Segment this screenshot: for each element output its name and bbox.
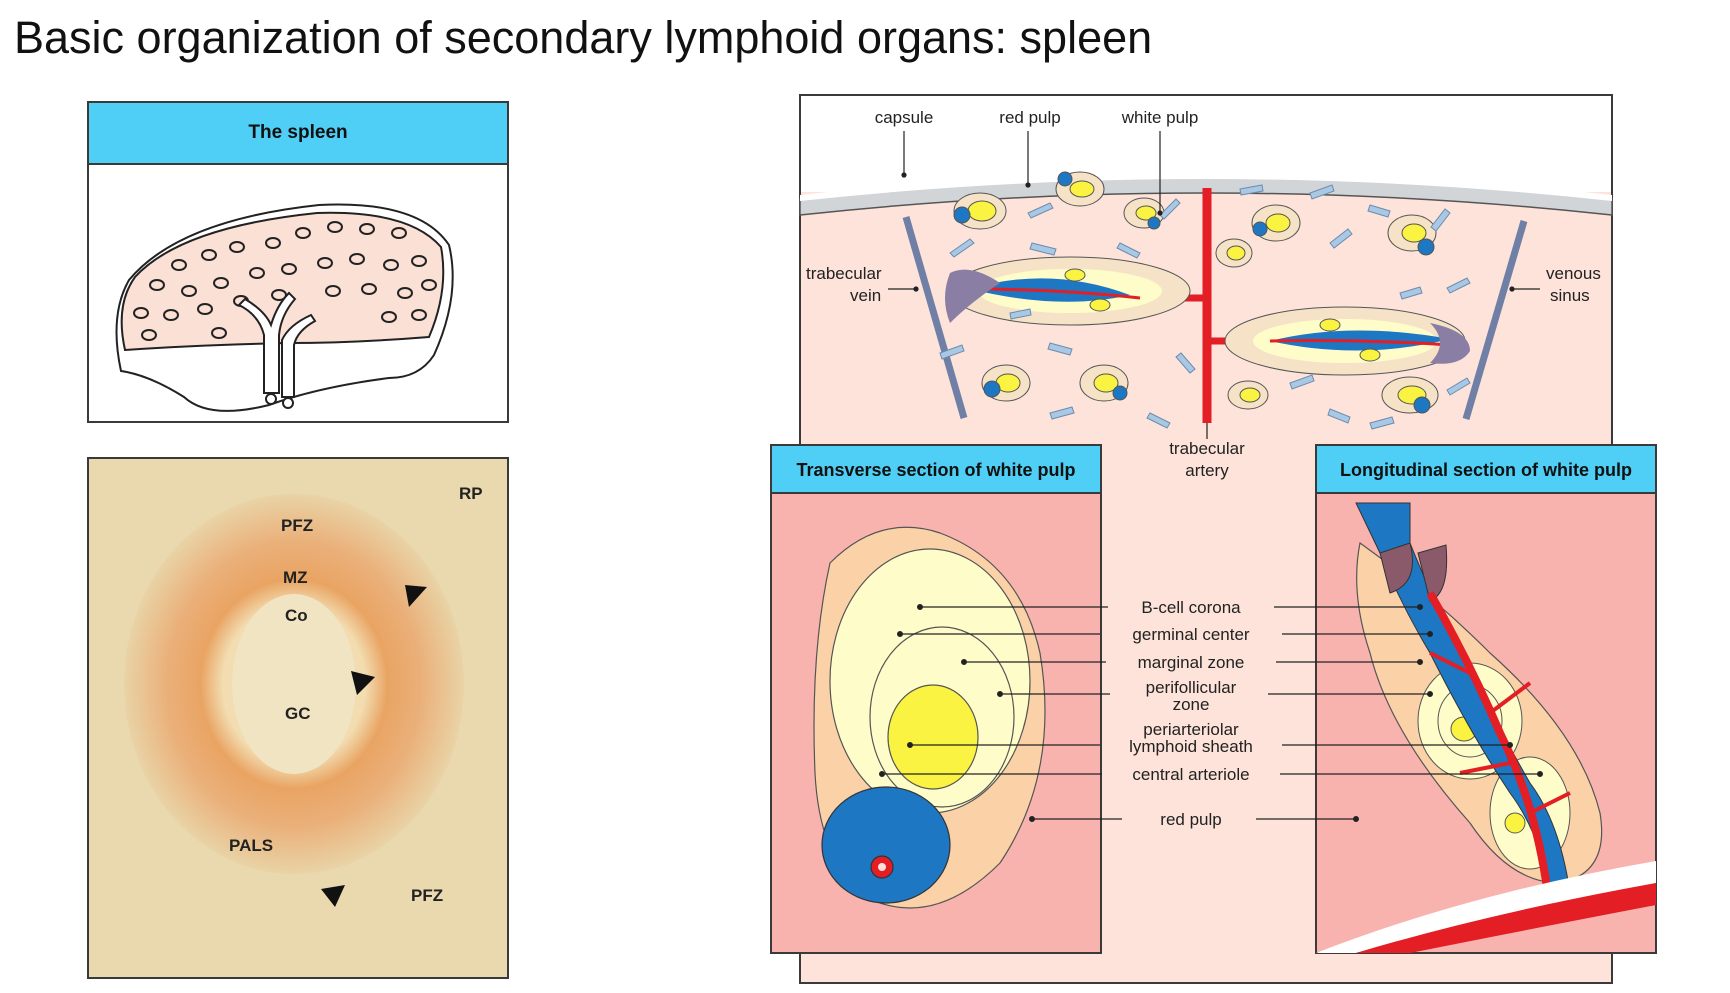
white-pulp-diagram: capsule red pulp white pulp trabecular v… — [770, 94, 1657, 984]
label-trabecular-artery-2: artery — [1185, 461, 1229, 480]
label-perifollicular-2: zone — [1173, 695, 1210, 714]
hilum-vessels — [237, 291, 317, 409]
longitudinal-heading: Longitudinal section of white pulp — [1340, 460, 1632, 480]
page-title: Basic organization of secondary lymphoid… — [14, 12, 1153, 63]
label-gc: GC — [285, 704, 311, 723]
label-pals: PALS — [229, 836, 273, 855]
micrograph-panel: RP PFZ MZ Co GC PALS PFZ — [87, 457, 509, 979]
label-venous-sinus-2: sinus — [1550, 286, 1590, 305]
follicles — [133, 221, 437, 341]
white-pulp-left — [945, 256, 1191, 326]
label-pals-1: periarteriolar — [1143, 720, 1239, 739]
longitudinal-panel: Longitudinal section of white pulp — [1315, 444, 1657, 954]
label-co: Co — [285, 606, 308, 625]
arrowhead-2 — [351, 671, 375, 695]
label-mz: MZ — [283, 568, 308, 587]
label-pfz-top: PFZ — [281, 516, 313, 535]
label-perifollicular-1: perifollicular — [1146, 678, 1237, 697]
label-germinal-center: germinal center — [1132, 625, 1250, 644]
label-venous-sinus-1: venous — [1546, 264, 1601, 283]
label-rp: RP — [459, 484, 483, 503]
transverse-panel: Transverse section of white pulp — [770, 444, 1102, 954]
arrowhead-3 — [321, 885, 345, 907]
label-red-pulp: red pulp — [999, 108, 1060, 127]
white-pulp-right — [1224, 306, 1470, 376]
red-pulp-follicles — [953, 171, 1439, 414]
label-b-cell-corona: B-cell corona — [1141, 598, 1241, 617]
label-central-arteriole: central arteriole — [1132, 765, 1249, 784]
spleen-illustration — [115, 203, 454, 412]
label-pfz-bottom: PFZ — [411, 886, 443, 905]
label-capsule: capsule — [875, 108, 934, 127]
label-trabecular-vein-1: trabecular — [806, 264, 882, 283]
transverse-heading: Transverse section of white pulp — [796, 460, 1075, 480]
label-white-pulp: white pulp — [1121, 108, 1199, 127]
arrowhead-1 — [405, 585, 427, 607]
venous-sinuses — [939, 184, 1471, 430]
label-trabecular-vein-2: vein — [850, 286, 881, 305]
label-pals-2: lymphoid sheath — [1129, 737, 1253, 756]
label-red-pulp-center: red pulp — [1160, 810, 1221, 829]
spleen-panel-heading: The spleen — [89, 103, 507, 165]
label-marginal-zone: marginal zone — [1138, 653, 1245, 672]
spleen-panel: The spleen — [87, 101, 509, 423]
label-trabecular-artery-1: trabecular — [1169, 439, 1245, 458]
micrograph-image: RP PFZ MZ Co GC PALS PFZ — [89, 459, 507, 977]
